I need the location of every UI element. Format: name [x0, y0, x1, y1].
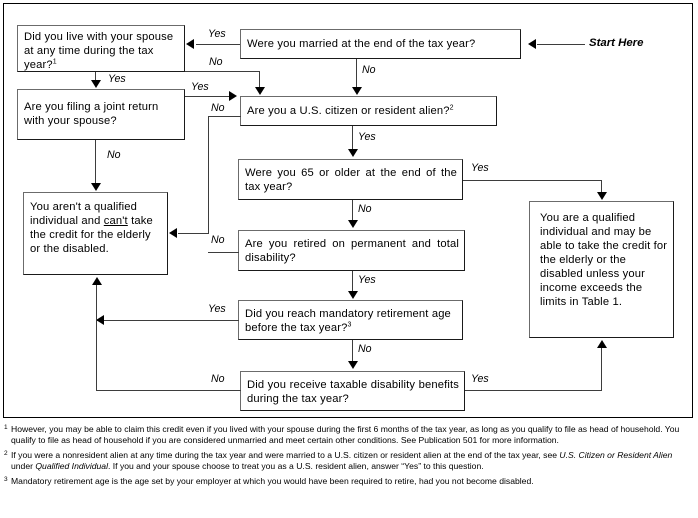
edge-label-retired-no: No [211, 234, 225, 246]
node-not-qualified-text-c: take the credit for the elderly or the d… [30, 215, 153, 255]
footnote-1-marker: 1 [4, 424, 8, 431]
edge-label-married-no: No [362, 64, 376, 76]
edge-citizen-no-horizontal [208, 116, 241, 117]
edge-label-lived-yes: Yes [108, 73, 126, 85]
node-joint-return[interactable]: Are you filing a joint return with your … [17, 89, 185, 140]
footnote-1-text: However, you may be able to claim this c… [11, 424, 680, 445]
footnote-2-italic-2: Qualified Individual [35, 460, 108, 471]
edge-age65-yes-horizontal [463, 180, 602, 181]
edge-lived-no-horizontal [185, 71, 260, 72]
node-retired-disability-label: Are you retired on permanent and total d… [245, 238, 459, 264]
arrowhead-citizen-no [169, 228, 177, 238]
edge-label-citizen-yes: Yes [358, 131, 376, 143]
edge-retired-yes-vertical [352, 271, 353, 292]
arrowhead-age65-no [348, 220, 358, 228]
arrowhead-disability-yes [597, 340, 607, 348]
edge-joint-yes-horizontal [185, 96, 230, 97]
footnote-2-text-before: If you were a nonresident alien at any t… [11, 450, 560, 461]
footnote-2-text-after: . If you and your spouse choose to treat… [108, 460, 484, 471]
edge-label-mandatory-yes: Yes [208, 303, 226, 315]
arrowhead-disability-no [92, 277, 102, 285]
edge-age65-no-vertical [352, 200, 353, 221]
arrowhead-married-no [352, 87, 362, 95]
node-age-65-label: Were you 65 or older at the end of the t… [245, 167, 457, 193]
footnote-2-italic-1: U.S. Citizen or Resident Alien [559, 450, 673, 461]
edge-label-citizen-no: No [211, 102, 225, 114]
start-here-label: Start Here [589, 37, 644, 49]
arrowhead-lived-no [255, 87, 265, 95]
node-mandatory-retirement[interactable]: Did you reach mandatory retirement age b… [238, 300, 463, 340]
edge-disability-yes-vertical [601, 348, 602, 390]
arrowhead-age65-yes [597, 192, 607, 200]
footnote-ref-3: 3 [347, 321, 352, 329]
footnote-ref-2: 2 [449, 104, 454, 112]
footnote-2-marker: 2 [4, 450, 8, 458]
edge-disability-no-vertical [96, 285, 97, 390]
edge-label-joint-no: No [107, 149, 121, 161]
edge-mandatory-no-vertical [352, 340, 353, 362]
node-lived-with-spouse[interactable]: Did you live with your spouse at any tim… [17, 25, 185, 72]
edge-start-to-married [537, 44, 585, 45]
arrowhead-mandatory-no [348, 361, 358, 369]
node-mandatory-retirement-label: Did you reach mandatory retirement age b… [245, 308, 451, 334]
diagram-frame [3, 3, 693, 418]
arrowhead-citizen-yes [348, 149, 358, 157]
edge-married-yes [196, 44, 240, 45]
edge-lived-no-vertical [259, 71, 260, 88]
arrowhead-joint-no [91, 183, 101, 191]
arrowhead-retired-yes [348, 291, 358, 299]
footnote-3-text: Mandatory retirement age is the age set … [11, 476, 534, 487]
flowchart-canvas: Did you live with your spouse at any tim… [17, 25, 674, 411]
arrowhead-mandatory-yes [96, 315, 104, 325]
node-citizen[interactable]: Are you a U.S. citizen or resident alien… [240, 96, 497, 126]
node-not-qualified-text-a: You aren't a qualified individual and [30, 201, 138, 227]
footnote-3-marker: 3 [4, 476, 8, 484]
edge-label-age65-yes: Yes [471, 162, 489, 174]
node-qualified-label: You are a qualified individual and may b… [540, 212, 668, 308]
node-age-65[interactable]: Were you 65 or older at the end of the t… [238, 159, 463, 200]
edge-label-lived-no: No [209, 56, 223, 68]
footnote-2-text-mid: under [11, 460, 36, 471]
edge-joint-no-vertical [95, 140, 96, 184]
edge-disability-yes-horizontal [465, 390, 602, 391]
node-qualified[interactable]: You are a qualified individual and may b… [529, 201, 674, 338]
edge-label-mandatory-no: No [358, 343, 372, 355]
edge-citizen-no-to-box [178, 233, 209, 234]
edge-citizen-yes-vertical [352, 126, 353, 150]
node-joint-return-label: Are you filing a joint return with your … [24, 101, 159, 127]
edge-label-joint-yes: Yes [191, 81, 209, 93]
edge-label-disability-yes: Yes [471, 373, 489, 385]
node-taxable-disability[interactable]: Did you receive taxable disability benef… [240, 371, 465, 411]
edge-mandatory-yes-horizontal [96, 320, 239, 321]
node-married[interactable]: Were you married at the end of the tax y… [240, 29, 521, 59]
node-married-label: Were you married at the end of the tax y… [247, 38, 476, 50]
edge-label-married-yes: Yes [208, 28, 226, 40]
arrowhead-lived-yes [91, 80, 101, 88]
node-not-qualified-emph: can't [103, 215, 128, 227]
edge-disability-no-horizontal [96, 390, 241, 391]
node-lived-with-spouse-label: Did you live with your spouse at any tim… [24, 31, 174, 71]
edge-lived-yes-vertical [95, 72, 96, 81]
edge-label-retired-yes: Yes [358, 274, 376, 286]
edge-label-age65-no: No [358, 203, 372, 215]
node-retired-disability[interactable]: Are you retired on permanent and total d… [238, 230, 465, 271]
edge-married-no-vertical [356, 59, 357, 88]
edge-label-disability-no: No [211, 373, 225, 385]
edge-age65-yes-vertical [601, 180, 602, 193]
edge-citizen-no-vertical [208, 116, 209, 233]
footnote-ref-1: 1 [52, 58, 57, 66]
node-taxable-disability-label: Did you receive taxable disability benef… [247, 379, 459, 405]
node-not-qualified[interactable]: You aren't a qualified individual and ca… [23, 192, 168, 275]
arrowhead-joint-yes [229, 91, 237, 101]
edge-retired-no-horizontal [208, 252, 239, 253]
node-citizen-label: Are you a U.S. citizen or resident alien… [247, 105, 450, 117]
arrowhead-married-yes [186, 39, 194, 49]
arrowhead-start-to-married [528, 39, 536, 49]
